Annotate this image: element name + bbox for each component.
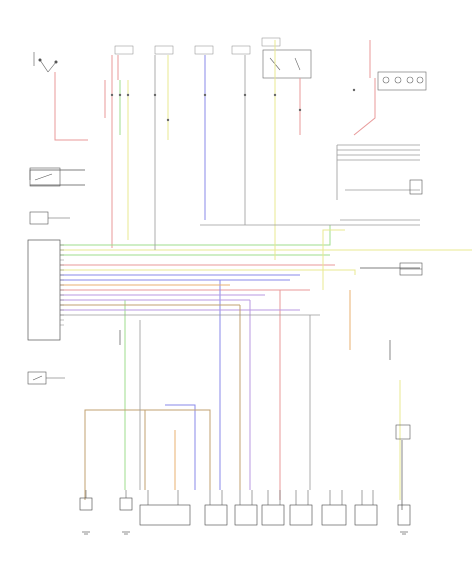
- ecu-pin-marks: [60, 244, 64, 326]
- wire-green-group: [60, 80, 331, 490]
- bottom-connector-row: [79, 497, 411, 526]
- fuse-box-row: [114, 37, 281, 55]
- wire-red-group: [54, 40, 376, 500]
- relay: [262, 49, 312, 79]
- wire-violet-group: [60, 294, 300, 490]
- right-motor-component: [399, 262, 423, 276]
- right-connector-top: [409, 179, 423, 195]
- connector-block-top-right: [377, 71, 427, 91]
- wire-blue-group: [60, 55, 300, 490]
- engine-control-unit: [27, 239, 61, 341]
- ground-symbols: [82, 531, 408, 535]
- ignition-switch: [33, 52, 58, 73]
- wire-black-group: [29, 169, 420, 510]
- right-relay-component: [395, 424, 411, 440]
- wire-brown-group: [60, 304, 241, 500]
- sensor-component: [27, 371, 65, 385]
- switch-component: [29, 167, 61, 187]
- connector-dots: [110, 88, 356, 122]
- wire-gray-group: [60, 55, 420, 490]
- wire-orange-group: [60, 284, 351, 490]
- generator-box: [29, 211, 70, 225]
- bottom-pin-stubs: [85, 490, 374, 505]
- wire-yellow-group: [60, 40, 472, 500]
